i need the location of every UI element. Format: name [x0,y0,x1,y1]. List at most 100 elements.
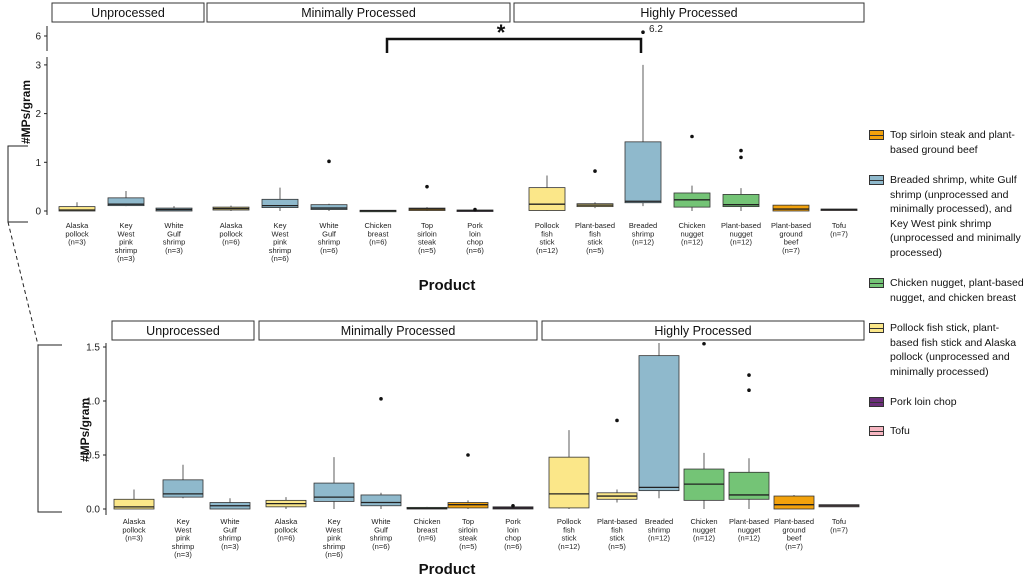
legend-key [869,278,884,288]
legend-item: Chicken nugget, plant-based nugget, and … [866,276,1024,305]
zoom-connector-dashed [7,221,39,346]
bottom-category-label: (n=7) [830,525,848,534]
top-strip-0 [51,2,205,23]
zoom-bracket-top [7,145,28,223]
legend-key [869,425,884,436]
bottom-box [638,355,680,492]
top-category-label: West [118,229,136,238]
bottom-category-label: Pork [505,517,521,526]
bottom-category-label: stick [562,534,577,543]
significance-star: * [497,20,506,45]
top-box [107,197,145,207]
top-strip-1 [206,2,511,23]
top-category-label: shrimp [632,229,655,238]
bottom-outlier-point [615,418,619,423]
top-category-label: pink [119,238,133,247]
bottom-strip-label-2: Highly Processed [654,324,751,338]
bottom-strip-label-1: Minimally Processed [341,324,456,338]
top-box [624,141,662,204]
bottom-category-label: fish [563,525,575,534]
top-category-label: (n=3) [68,238,86,247]
top-category-label: shrimp [115,246,138,255]
top-outlier-point [641,30,645,34]
top-strip-2 [513,2,865,23]
top-strip-label-2: Highly Processed [640,6,737,20]
bottom-strip-2 [541,320,865,341]
top-category-label: (n=6) [466,246,484,255]
top-category-label: pollock [219,229,243,238]
legend-item: Pork loin chop [866,395,1024,410]
bottom-category-label: nugget [738,525,762,534]
bottom-category-label: Plant-based [729,517,769,526]
top-category-label: Key [120,221,133,230]
top-category-label: beef [784,238,800,247]
bottom-y-tick-label: 1.0 [86,397,100,408]
bottom-category-label: (n=6) [504,542,522,551]
bottom-category-label: Chicken [690,517,717,526]
bottom-category-label: (n=12) [558,542,580,551]
bottom-category-label: shrimp [323,542,346,551]
bottom-category-label: shrimp [370,534,393,543]
bottom-outlier-point [466,453,470,457]
top-y-tick-label: 1 [35,158,41,169]
top-category-label: (n=6) [320,246,338,255]
top-category-label: White [164,221,183,230]
legend-key [869,397,884,407]
top-box [528,187,566,211]
top-category-label: Plant-based [771,221,811,230]
top-category-label: (n=6) [271,254,289,263]
bottom-category-label: (n=5) [608,542,626,551]
legend-item: Breaded shrimp, white Gulf shrimp (unpro… [866,173,1024,260]
bottom-category-label: pink [327,534,341,543]
top-category-label: nugget [681,229,705,238]
legend-key [869,175,884,185]
bottom-outlier-point [747,373,751,377]
bottom-category-label: loin [507,525,519,534]
top-box [722,194,760,208]
bottom-strip-1 [258,320,538,341]
top-category-label: Alaska [66,221,89,230]
bottom-category-label: Key [328,517,341,526]
bottom-category-label: (n=12) [648,534,670,543]
top-outlier-point [425,184,429,189]
bottom-category-label: fish [611,525,623,534]
bottom-x-axis-title: Product [419,561,476,577]
top-category-label: sirloin [417,229,437,238]
top-y-tick-label: 2 [35,109,41,120]
bottom-y-tick-label: 0.5 [86,451,100,462]
bottom-category-label: (n=6) [277,534,295,543]
top-category-label: shrimp [269,246,292,255]
bottom-box [313,482,355,502]
bottom-category-label: pollock [274,525,298,534]
bottom-category-label: shrimp [648,525,671,534]
bottom-category-label: Chicken [413,517,440,526]
top-x-axis-title: Product [419,277,476,294]
top-category-label: pollock [65,229,89,238]
bottom-category-label: chop [505,534,521,543]
top-outlier-point [739,148,743,153]
top-y-axis-title: #MPs/gram [19,80,33,144]
top-category-label: Pork [467,221,483,230]
bottom-outlier-point [702,341,706,346]
bottom-category-label: steak [459,534,477,543]
top-y-tick-label: 6 [35,32,41,43]
top-category-label: (n=12) [536,246,558,255]
top-y-tick-label: 3 [35,60,41,71]
legend-label: Pork loin chop [890,396,957,408]
bottom-category-label: (n=3) [221,542,239,551]
bottom-y-axis-title: #MPs/gram [78,398,92,462]
bottom-outlier-point [511,503,515,508]
top-category-label: stick [540,238,555,247]
top-box [58,206,96,212]
bottom-category-label: (n=6) [325,550,343,559]
legend-item: Pollock fish stick, plant-based fish sti… [866,321,1024,379]
bottom-category-label: sirloin [458,525,478,534]
legend-label: Chicken nugget, plant-based nugget, and … [890,277,1024,304]
bottom-y-tick-label: 1.5 [86,343,100,354]
bottom-category-label: pollock [122,525,146,534]
top-category-label: stick [588,238,603,247]
legend-item: Tofu [866,424,1024,439]
bottom-category-label: White [371,517,390,526]
bottom-category-label: pink [176,534,190,543]
